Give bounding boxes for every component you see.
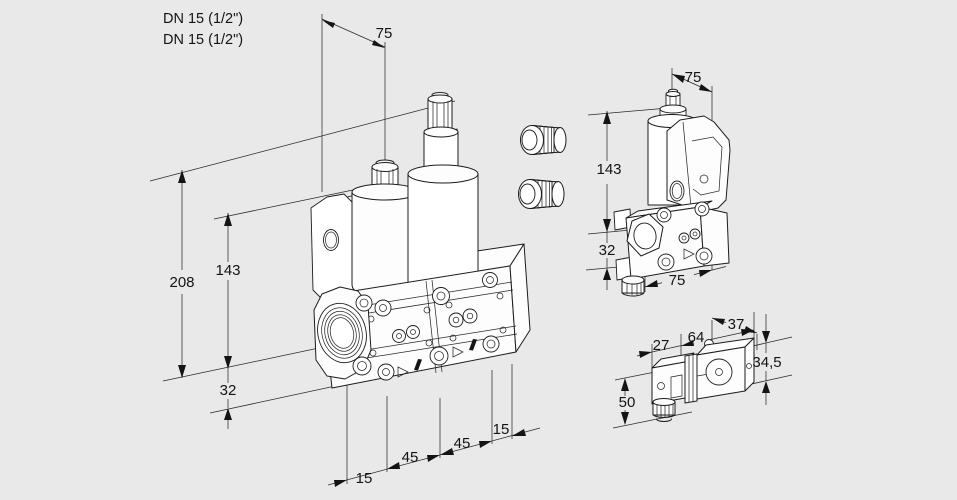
dim-side-height: 143 [596,161,621,178]
plug-recess [670,374,683,399]
dim-side-top-width: 75 [685,69,702,86]
dim-chain-15a: 15 [356,470,373,487]
dim-total-height: 50 [619,394,636,411]
port-size-label-2: DN 15 (1/2") [163,32,243,48]
flow-arrow-icon [452,346,464,358]
flow-arrow-icon [397,366,409,378]
dim-front-axis-offset: 32 [220,382,237,399]
dim-body-length: 64 [688,329,705,346]
port-size-label-1: DN 15 (1/2") [163,11,243,27]
pressure-test-points [392,308,478,343]
cable-gland-1 [520,125,567,155]
dim-chain-15b: 15 [493,421,510,438]
dim-front-top-width: 75 [376,25,393,42]
dim-chain-45a: 45 [402,449,419,466]
dim-chain-45b: 45 [454,435,471,452]
connector-plug-body [651,337,755,422]
connector-screw-boss [705,358,733,386]
slash-mark-icon [414,359,422,371]
side-gland-nut [621,275,645,297]
dim-side-width: 75 [669,272,686,289]
front-view-dimension-lines [149,14,541,487]
plug-box-front [651,361,686,405]
solenoid-coil-right [407,92,479,296]
dim-front-overall-height: 208 [169,274,194,291]
flow-arrow-icon [683,248,695,260]
connector-ring [684,353,698,404]
slash-mark-icon [469,339,477,351]
pipe-flange [313,286,373,380]
dim-rear-length: 37 [728,316,745,333]
double-valve-body [310,92,531,389]
dim-side-axis-offset: 32 [599,242,616,259]
cover-screw [699,174,709,184]
valve-body-right-face [509,243,531,353]
cable-gland-2 [518,179,565,209]
dim-front-coil-height: 143 [215,262,240,279]
dim-body-height: 34,5 [752,354,781,371]
front-view: DN 15 (1/2") DN 15 (1/2") 75 208 143 32 … [149,11,541,487]
flange-bolts [374,272,500,381]
cable-glands [518,125,567,209]
dim-plug-width: 27 [653,337,670,354]
connector-view: 27 64 37 34,5 50 [612,312,793,429]
side-view: 75 143 32 75 [585,68,731,297]
connector-gland-nut [652,398,676,422]
single-valve-body [613,88,731,297]
solenoid-coil-left [351,159,419,294]
side-hex-plug [626,213,664,257]
